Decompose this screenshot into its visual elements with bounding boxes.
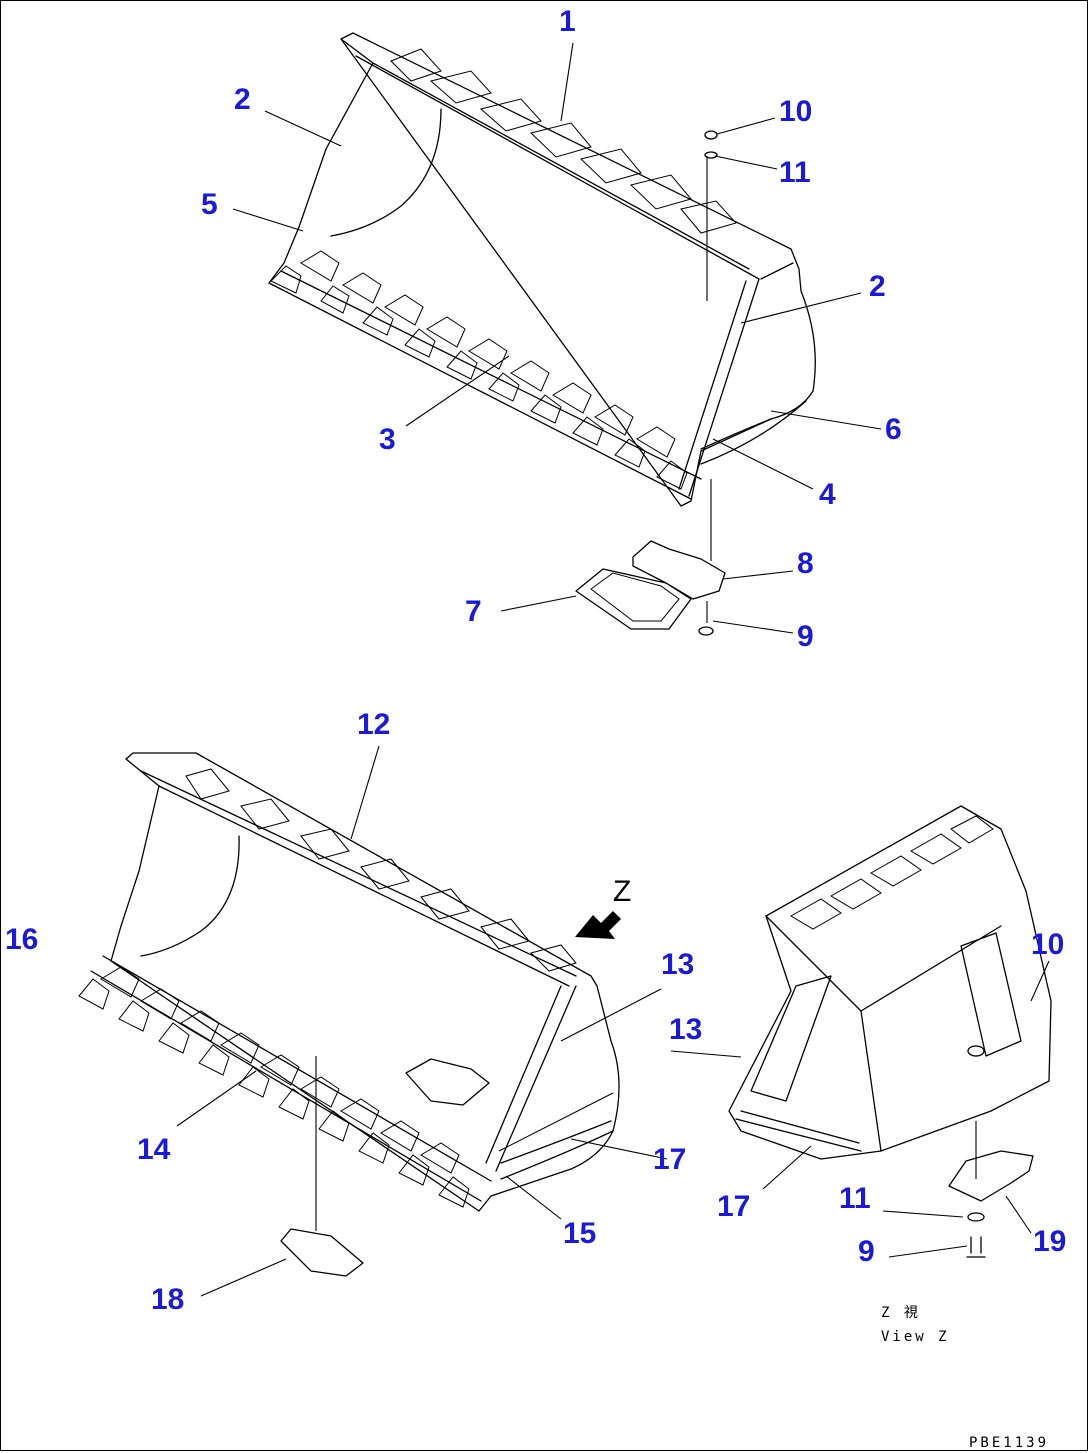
lower-bucket-assembly <box>78 752 621 1277</box>
view-caption-jp: Z 視 <box>881 1305 921 1321</box>
callout-11-upper: 11 <box>779 156 811 189</box>
callout-12: 12 <box>357 708 390 741</box>
callout-9-view-z: 9 <box>858 1235 875 1268</box>
callout-4: 4 <box>819 478 836 511</box>
callout-5: 5 <box>201 188 218 221</box>
leader-lines <box>176 42 1050 1297</box>
view-z-assembly <box>728 805 1052 1258</box>
upper-bucket-assembly <box>268 32 816 636</box>
callout-18: 18 <box>151 1283 184 1316</box>
callout-labels: 1 2 2 3 4 5 6 7 8 9 10 11 12 13 13 14 15… <box>5 5 1066 1451</box>
callout-13-view-z: 13 <box>669 1013 702 1046</box>
callout-1: 1 <box>559 5 576 38</box>
callout-19: 19 <box>1033 1225 1066 1258</box>
callout-6: 6 <box>885 413 902 446</box>
callout-13-lower: 13 <box>661 948 694 981</box>
callout-15: 15 <box>563 1217 596 1250</box>
callout-2-upper-right: 2 <box>869 270 886 303</box>
callout-11-view-z: 11 <box>839 1182 871 1215</box>
callout-10-upper: 10 <box>779 95 812 128</box>
callout-8: 8 <box>797 547 814 580</box>
callout-3: 3 <box>379 423 396 456</box>
view-arrow-icon <box>575 911 621 939</box>
callout-2-upper-left: 2 <box>234 83 251 116</box>
view-caption-en: View Z <box>881 1329 950 1345</box>
callout-7: 7 <box>465 595 482 628</box>
callout-16: 16 <box>5 923 38 956</box>
callout-9-upper: 9 <box>797 620 814 653</box>
callout-17-lower: 17 <box>653 1143 686 1176</box>
callout-17-view-z: 17 <box>717 1190 750 1223</box>
callout-10-view-z: 10 <box>1031 928 1064 961</box>
callout-14: 14 <box>137 1133 171 1166</box>
view-marker-z: Z <box>613 875 631 908</box>
drawing-code: PBE1139 <box>969 1435 1049 1451</box>
